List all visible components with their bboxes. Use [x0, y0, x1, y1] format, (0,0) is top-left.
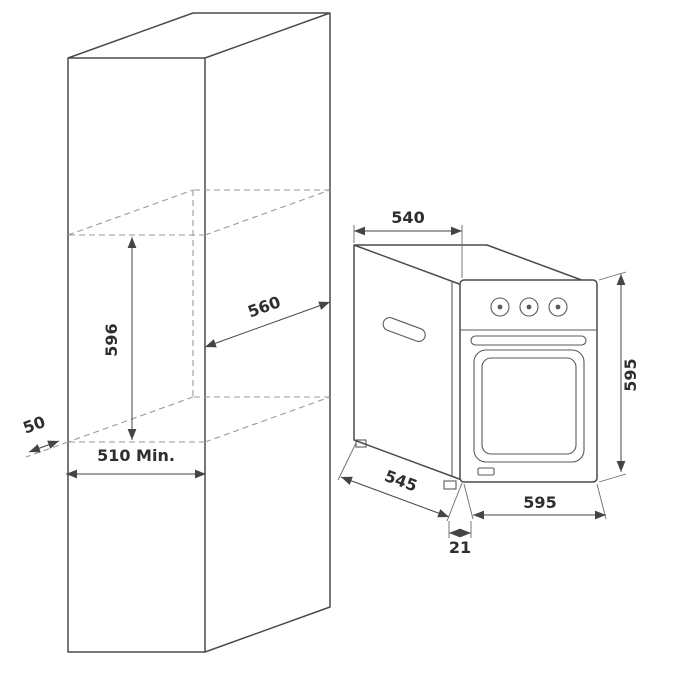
- door-window-inner: [481, 357, 577, 455]
- dim-bottom-gap-line: [28, 440, 60, 453]
- dim-oven-width-ext: [463, 483, 474, 520]
- dim-oven-body-depth: 545: [337, 442, 463, 522]
- dim-oven-height: 595: [598, 271, 640, 483]
- dim-oven-body-depth-label: 545: [382, 466, 420, 495]
- dim-niche-width-line: [204, 301, 331, 348]
- control-knob: [490, 297, 510, 317]
- dim-oven-height-ext: [598, 271, 627, 281]
- dim-depth-min: 510 Min.: [66, 446, 206, 479]
- cabinet-outline: [67, 12, 331, 653]
- dim-bottom-gap-label: 50: [20, 412, 47, 437]
- dim-oven-width-label: 595: [523, 493, 556, 512]
- dim-oven-body-depth-ext: [446, 482, 463, 522]
- cabinet-drawing: [67, 12, 331, 653]
- oven-drawing: [353, 244, 598, 490]
- control-knob: [548, 297, 568, 317]
- dim-oven-height-label: 595: [621, 358, 640, 391]
- dim-niche-width: 560: [204, 292, 331, 348]
- dim-oven-top-depth: 540: [353, 208, 463, 278]
- dim-oven-height-ext: [598, 473, 627, 483]
- control-knob-dot: [526, 304, 532, 310]
- oven-foot-front: [443, 480, 457, 490]
- dim-niche-height-label: 596: [102, 323, 121, 356]
- dim-oven-body-depth-line: [340, 476, 450, 518]
- dim-depth-min-label: 510 Min.: [97, 446, 175, 465]
- control-knob-dot: [555, 304, 561, 310]
- dim-door-overhang-label: 21: [449, 538, 471, 557]
- dim-niche-width-label: 560: [245, 292, 283, 321]
- control-knob: [519, 297, 539, 317]
- dim-oven-body-depth-ext: [337, 442, 357, 481]
- dim-bottom-gap: 50: [20, 412, 69, 458]
- dim-bottom-gap-leader: [25, 441, 69, 458]
- dim-niche-height: 596: [102, 237, 137, 440]
- dim-oven-top-depth-label: 540: [391, 208, 424, 227]
- niche-dashed-outline: [67, 189, 331, 443]
- oven-side-vent-slot: [382, 317, 426, 342]
- door-window-outer: [473, 349, 585, 463]
- dim-door-overhang: 21: [448, 521, 472, 557]
- dim-oven-width: 595: [463, 483, 607, 520]
- control-knob-dot: [497, 304, 503, 310]
- brand-logo: [477, 467, 495, 476]
- oven-door-handle: [470, 335, 587, 346]
- dim-oven-width-ext: [596, 483, 607, 520]
